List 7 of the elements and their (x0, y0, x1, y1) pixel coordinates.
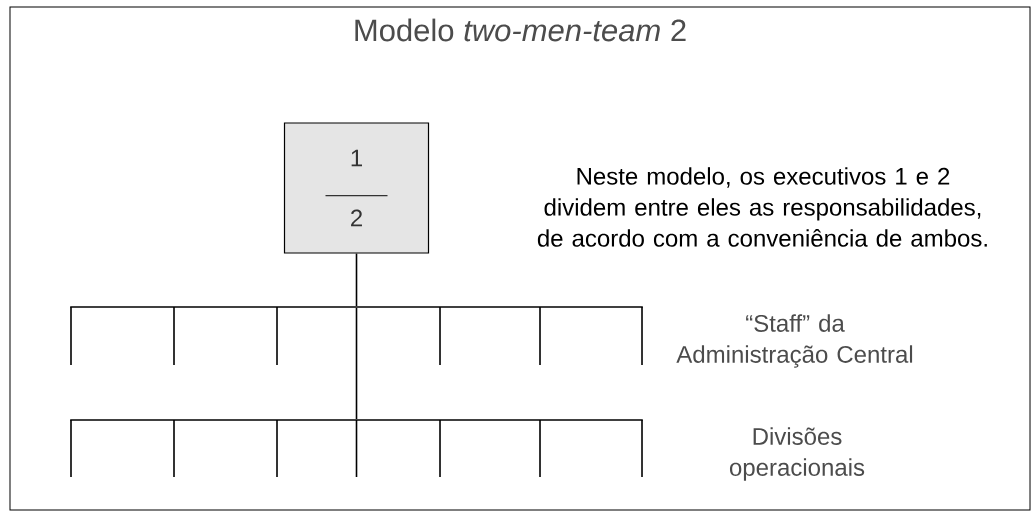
description-text: Neste modelo, os executivos 1 e 2 dividem entre eles as responsabilidades, de acordo com a conveniência de ambos. (537, 167, 987, 247)
level-label: “Staff” da Administração Central (676, 314, 913, 368)
title: Modelo two-men-team 2 (355, 18, 686, 42)
connector-line (355, 307, 358, 420)
level-label: Divisões operacionais (729, 427, 865, 481)
process-box: 1 2 (283, 122, 430, 254)
connector-line (355, 252, 358, 307)
